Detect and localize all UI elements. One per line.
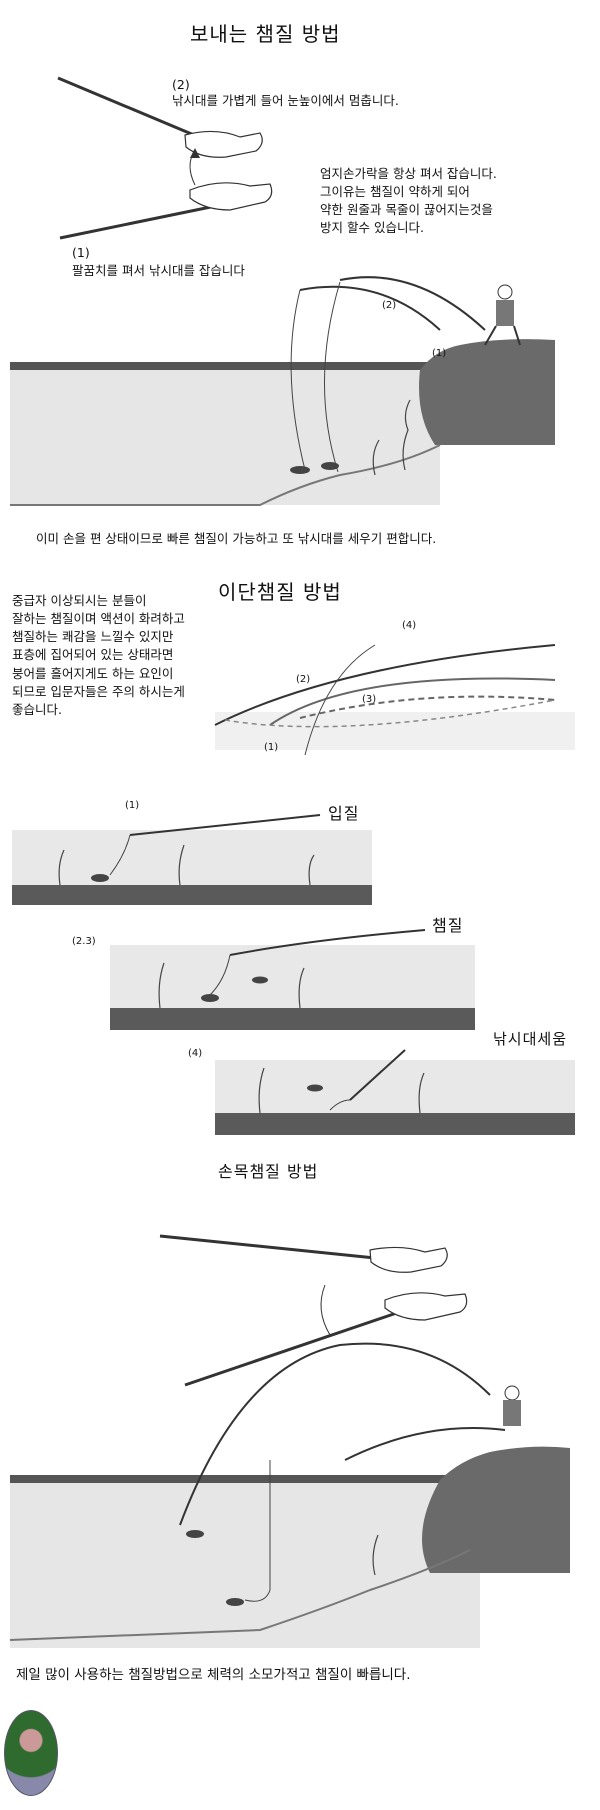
section2-panel-hook	[110, 929, 475, 1030]
note-line: 붕어를 흘어지게도 하는 요인이	[12, 665, 174, 681]
section2-panel-raise	[215, 1049, 575, 1135]
panel-bite-title: 입질	[328, 804, 360, 823]
thumb-note-line: 방지 할수 있습니다.	[320, 220, 424, 236]
panel-hook-number: (2.3)	[72, 936, 96, 947]
section2-note: 중급자 이상되시는 분들이 잘하는 챔질이며 액션이 화려하고 챔질하는 쾌감을…	[12, 592, 185, 719]
diagram-label-2: (2)	[296, 674, 311, 685]
diagram-label-4: (4)	[402, 620, 417, 631]
panel-hook-title: 챔질	[432, 916, 464, 935]
step2-number: (2)	[172, 77, 190, 92]
scene-label-2: (2)	[382, 300, 397, 311]
diagram-label-3: (3)	[362, 694, 377, 705]
panel-bite-number: (1)	[125, 800, 140, 811]
section1-title: 보내는 챔질 방법	[190, 22, 341, 46]
thumb-note-line: 약한 원줄과 목줄이 끊어지는것을	[320, 202, 493, 218]
section3-scene-illustration	[9, 1342, 570, 1648]
thumb-note: 엄지손가락을 항상 펴서 잡습니다. 그이유는 챔질이 약하게 되어 약한 원줄…	[320, 165, 497, 238]
section3-title: 손목챔질 방법	[218, 1162, 319, 1181]
note-line: 표층에 집어되어 있는 상태라면	[12, 647, 174, 663]
note-line: 되므로 입문자들은 주의 하시는게	[12, 683, 185, 699]
section2-title: 이단챔질 방법	[218, 580, 342, 604]
avatar	[4, 1710, 58, 1796]
scene-label-1: (1)	[432, 348, 447, 359]
panel-raise-number: (4)	[188, 1048, 203, 1059]
thumb-note-line: 엄지손가락을 항상 펴서 잡습니다.	[320, 166, 497, 181]
note-line: 잘하는 챔질이며 액션이 화려하고	[12, 611, 185, 627]
section1-hands-illustration	[57, 76, 273, 240]
note-line: 좋습니다.	[12, 701, 62, 717]
section3-hands-illustration	[159, 1234, 468, 1387]
section1-scene-illustration	[10, 276, 555, 506]
step1-number: (1)	[72, 245, 90, 260]
step2-text: 낚시대를 가볍게 들어 눈높이에서 멈춥니다.	[172, 93, 399, 108]
section2-rod-diagram	[214, 644, 575, 756]
panel-raise-title: 낚시대세움	[493, 1030, 568, 1048]
note-line: 챔질하는 쾌감을 느낄수 있지만	[12, 629, 174, 645]
section1-caption: 이미 손을 편 상태이므로 빠른 챔질이 가능하고 또 낚시대를 세우기 편합니…	[36, 531, 437, 546]
section2-panel-bite	[12, 814, 372, 905]
diagram-label-1: (1)	[264, 742, 279, 753]
note-line: 중급자 이상되시는 분들이	[12, 593, 147, 608]
step1-text: 팔꿈치를 펴서 낚시대를 잡습니다	[72, 263, 245, 278]
thumb-note-line: 그이유는 챔질이 약하게 되어	[320, 184, 470, 200]
section3-caption: 제일 많이 사용하는 챔질방법으로 체력의 소모가적고 챔질이 빠릅니다.	[16, 1667, 411, 1683]
